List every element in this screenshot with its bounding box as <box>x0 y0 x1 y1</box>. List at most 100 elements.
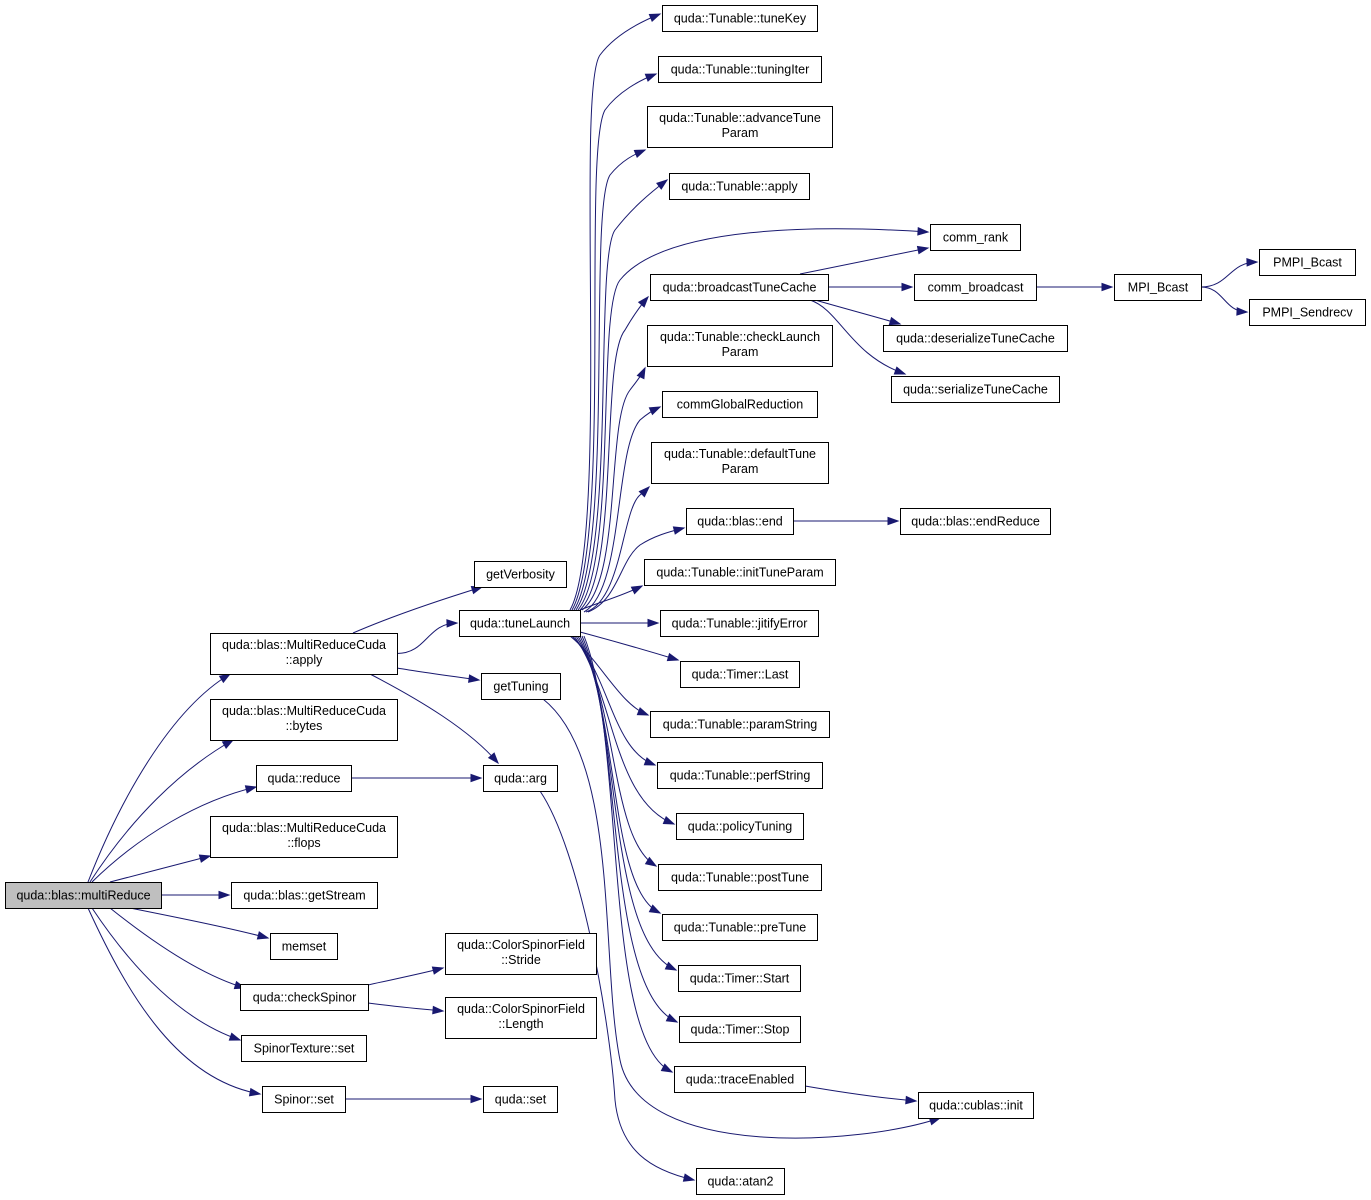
node-serializeTuneCache[interactable]: quda::serializeTuneCache <box>891 376 1060 403</box>
node-quda_set[interactable]: quda::set <box>483 1086 558 1113</box>
node-spinor_set[interactable]: Spinor::set <box>262 1086 346 1113</box>
arrowhead-icon <box>470 773 483 783</box>
node-commGlobalReduction[interactable]: commGlobalReduction <box>662 391 818 418</box>
node-checkSpinor[interactable]: quda::checkSpinor <box>240 984 369 1011</box>
node-label: memset <box>282 940 327 954</box>
arrowhead-icon <box>228 1032 242 1041</box>
node-csf_length[interactable]: quda::ColorSpinorField::Length <box>445 997 597 1039</box>
node-jitifyError[interactable]: quda::Tunable::jitifyError <box>660 610 819 637</box>
node-label: getTuning <box>493 680 548 694</box>
arrowhead-icon <box>218 890 231 900</box>
node-csf_stride[interactable]: quda::ColorSpinorField::Stride <box>445 933 597 975</box>
node-box <box>660 610 819 637</box>
node-box <box>1114 274 1202 301</box>
arrowhead-icon <box>218 673 232 684</box>
node-tuneKey[interactable]: quda::Tunable::tuneKey <box>662 5 818 32</box>
node-atan2[interactable]: quda::atan2 <box>696 1168 785 1195</box>
node-label: Spinor::set <box>274 1093 334 1107</box>
arrowhead-icon <box>470 1094 483 1104</box>
node-label: quda::tuneLaunch <box>470 617 570 631</box>
node-label: quda::atan2 <box>707 1175 773 1189</box>
arrowhead-icon <box>636 366 646 380</box>
node-timer_stop[interactable]: quda::Timer::Stop <box>679 1016 801 1043</box>
node-label: MPI_Bcast <box>1128 281 1189 295</box>
edge-line <box>579 296 649 611</box>
edge-multiReduce-to-getStream <box>161 890 231 900</box>
node-label: quda::Tunable::defaultTune <box>664 447 816 461</box>
node-initTuneParam[interactable]: quda::Tunable::initTuneParam <box>644 559 836 586</box>
node-box <box>240 984 369 1011</box>
node-endReduce[interactable]: quda::blas::endReduce <box>900 508 1051 535</box>
node-perfString[interactable]: quda::Tunable::perfString <box>657 762 823 789</box>
node-pmpi_bcast[interactable]: PMPI_Bcast <box>1259 249 1356 276</box>
node-box <box>210 816 398 858</box>
node-comm_rank[interactable]: comm_rank <box>930 224 1021 251</box>
node-policyTuning[interactable]: quda::policyTuning <box>676 813 804 840</box>
node-broadcastTuneCache[interactable]: quda::broadcastTuneCache <box>650 274 829 301</box>
edge-line <box>571 635 656 766</box>
node-box <box>647 325 833 367</box>
arrowhead-icon <box>630 585 644 595</box>
node-label: quda::Timer::Start <box>690 972 790 986</box>
arrowhead-icon <box>666 652 680 662</box>
node-label: quda::blas::endReduce <box>911 515 1040 529</box>
node-traceEnabled[interactable]: quda::traceEnabled <box>674 1066 806 1093</box>
node-label: quda::Tunable::tuningIter <box>671 63 810 77</box>
arrowhead-icon <box>643 757 657 766</box>
arrowhead-icon <box>648 406 662 416</box>
edge-tuneLaunch-to-timer_last <box>579 631 680 662</box>
edge-tuneLaunch-to-comm_rank <box>577 227 930 611</box>
arrowhead-icon <box>672 526 686 535</box>
node-box <box>270 933 338 960</box>
arrowhead-icon <box>665 1013 679 1023</box>
arrowhead-icon <box>660 1063 674 1073</box>
edge-line <box>542 698 941 1139</box>
node-paramString[interactable]: quda::Tunable::paramString <box>650 711 830 738</box>
node-box <box>651 442 829 484</box>
edge-tuneLaunch-to-blas_end <box>587 526 686 613</box>
node-box <box>678 965 801 992</box>
node-memset[interactable]: memset <box>270 933 338 960</box>
node-mrc_bytes[interactable]: quda::blas::MultiReduceCuda::bytes <box>210 699 398 741</box>
node-box <box>210 699 398 741</box>
edge-mpi_bcast-to-pmpi_sendrecv <box>1200 286 1249 316</box>
node-timer_last[interactable]: quda::Timer::Last <box>680 661 800 688</box>
node-getVerbosity[interactable]: getVerbosity <box>474 561 567 588</box>
node-t_apply[interactable]: quda::Tunable::apply <box>669 173 810 200</box>
node-getTuning[interactable]: getTuning <box>481 673 561 700</box>
node-pmpi_sendrecv[interactable]: PMPI_Sendrecv <box>1249 299 1366 326</box>
node-label: ::apply <box>286 653 324 667</box>
node-mrc_flops[interactable]: quda::blas::MultiReduceCuda::flops <box>210 816 398 858</box>
node-multiReduce[interactable]: quda::blas::multiReduce <box>5 882 162 909</box>
node-arg[interactable]: quda::arg <box>483 765 558 792</box>
node-spinortex_set[interactable]: SpinorTexture::set <box>241 1035 367 1062</box>
node-box <box>662 914 818 941</box>
edge-line <box>799 247 929 275</box>
node-blas_end[interactable]: quda::blas::end <box>686 508 794 535</box>
edge-mrc_apply-to-tuneLaunch <box>396 619 459 654</box>
node-label: SpinorTexture::set <box>254 1042 355 1056</box>
node-mpi_bcast[interactable]: MPI_Bcast <box>1114 274 1202 301</box>
node-tuningIter[interactable]: quda::Tunable::tuningIter <box>658 56 822 83</box>
edge-line <box>539 790 695 1181</box>
node-postTune[interactable]: quda::Tunable::postTune <box>658 864 822 891</box>
node-box <box>669 173 810 200</box>
arrowhead-icon <box>648 13 662 22</box>
node-mrc_apply[interactable]: quda::blas::MultiReduceCuda::apply <box>210 633 398 675</box>
node-reduce[interactable]: quda::reduce <box>256 765 352 792</box>
arrowhead-icon <box>905 1095 918 1105</box>
node-label: Param <box>722 126 759 140</box>
node-comm_broadcast[interactable]: comm_broadcast <box>914 274 1037 301</box>
edge-line <box>575 179 668 611</box>
node-deserializeTuneCache[interactable]: quda::deserializeTuneCache <box>883 325 1068 352</box>
node-label: quda::serializeTuneCache <box>903 383 1048 397</box>
node-getStream[interactable]: quda::blas::getStream <box>231 882 378 909</box>
node-timer_start[interactable]: quda::Timer::Start <box>678 965 801 992</box>
edge-tuneLaunch-to-broadcastTuneCache <box>579 295 649 611</box>
node-preTune[interactable]: quda::Tunable::preTune <box>662 914 818 941</box>
node-cublas_init[interactable]: quda::cublas::init <box>918 1092 1034 1119</box>
node-tuneLaunch[interactable]: quda::tuneLaunch <box>459 610 581 637</box>
